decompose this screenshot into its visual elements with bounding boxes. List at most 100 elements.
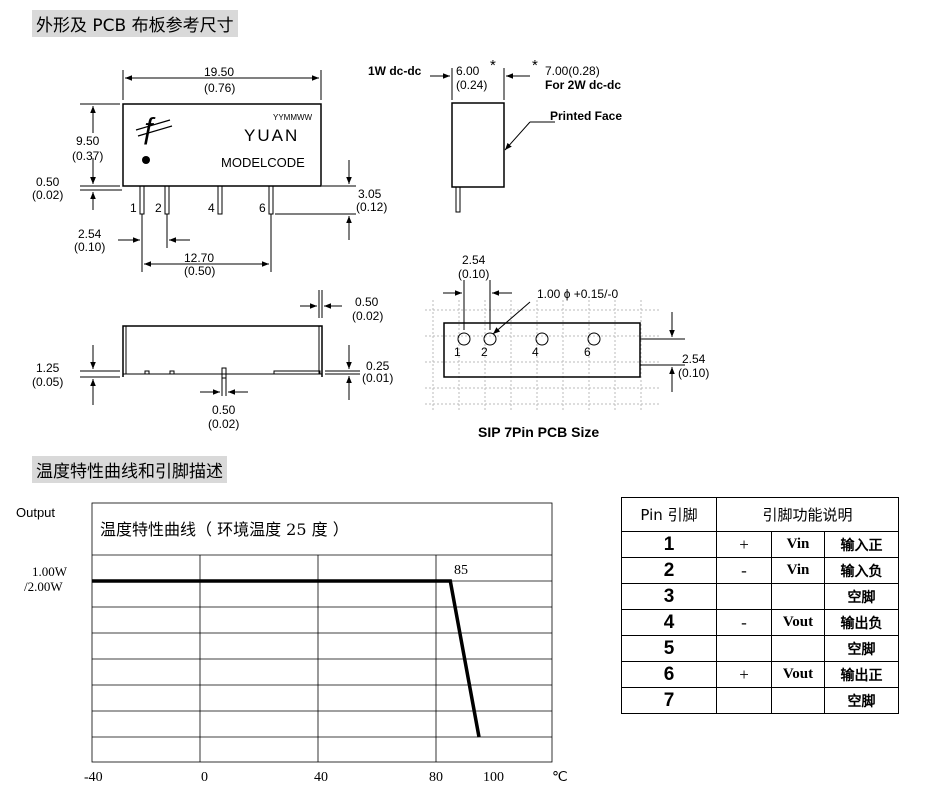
derating-curve bbox=[92, 579, 481, 738]
pin-sign bbox=[716, 583, 772, 610]
pin-function: 空脚 bbox=[824, 583, 899, 610]
chart-title: 温度特性曲线（ 环境温度 25 度 ） bbox=[100, 520, 349, 539]
date-code: YYMMWW bbox=[273, 113, 313, 122]
dim-height: 9.50 bbox=[76, 134, 100, 148]
pin-number: 6 bbox=[621, 661, 717, 688]
chart-xtick-0: -40 bbox=[84, 770, 103, 785]
pin-symbol: Vin bbox=[771, 557, 825, 584]
chart-annotation: 85 bbox=[454, 563, 468, 578]
pcb-grid bbox=[425, 300, 660, 412]
curve-section-title: 温度特性曲线和引脚描述 bbox=[32, 456, 227, 483]
outline-section-title: 外形及 PCB 布板参考尺寸 bbox=[32, 10, 238, 37]
pin-symbol: Vout bbox=[771, 609, 825, 636]
pcb-pitch: 2.54 bbox=[462, 253, 486, 267]
brand: YUAN bbox=[244, 126, 299, 145]
dim-depth-2w: 7.00(0.28) bbox=[545, 64, 600, 78]
chart-ytick-2: /2.00W bbox=[24, 579, 63, 594]
pin-number: 7 bbox=[621, 687, 717, 714]
dim-pin-w-in: (0.02) bbox=[208, 417, 239, 431]
pin-function: 输入正 bbox=[824, 531, 899, 558]
pin-function: 空脚 bbox=[824, 687, 899, 714]
pin-function: 输入负 bbox=[824, 557, 899, 584]
dim-top-thk: 0.50 bbox=[355, 295, 379, 309]
pcb-pitch-in: (0.10) bbox=[458, 267, 489, 281]
pcb-pin-4: 4 bbox=[532, 345, 539, 359]
label-1w: 1W dc-dc bbox=[368, 64, 422, 78]
table-row: 7 空脚 bbox=[621, 687, 899, 714]
star-mark-2: * bbox=[532, 57, 538, 74]
pin-label-2: 2 bbox=[155, 201, 162, 215]
pin-number: 5 bbox=[621, 635, 717, 662]
dim-pin-length: 3.05 bbox=[358, 187, 382, 201]
chart-xtick-1: 0 bbox=[201, 770, 208, 785]
pcb-caption: SIP 7Pin PCB Size bbox=[478, 424, 599, 440]
dim-span-in: (0.50) bbox=[184, 264, 215, 278]
dim-top-thk-in: (0.02) bbox=[352, 309, 383, 323]
dim-left-h-in: (0.05) bbox=[32, 375, 63, 389]
pin-number: 1 bbox=[621, 531, 717, 558]
pin-number: 2 bbox=[621, 557, 717, 584]
dim-span: 12.70 bbox=[184, 251, 214, 265]
dim-pitch-in: (0.10) bbox=[74, 240, 105, 254]
dim-left-h: 1.25 bbox=[36, 361, 60, 375]
dim-standoff: 0.50 bbox=[36, 175, 60, 189]
bottom-view bbox=[80, 290, 360, 405]
dim-pin-w: 0.50 bbox=[212, 403, 236, 417]
pin-symbol: Vin bbox=[771, 531, 825, 558]
pin-sign: - bbox=[716, 609, 772, 636]
pin-number: 3 bbox=[621, 583, 717, 610]
pin-label-6: 6 bbox=[259, 201, 266, 215]
model-code: MODELCODE bbox=[221, 155, 305, 170]
dim-right-h: 0.25 bbox=[366, 359, 390, 373]
derating-chart: Output 温度特性曲线（ 环境温度 25 度 ） 1.00W /2.00W … bbox=[16, 502, 568, 785]
pin-number: 4 bbox=[621, 609, 717, 636]
side-view bbox=[430, 68, 555, 213]
pin1-dot-icon bbox=[142, 156, 150, 164]
dim-right-h-in: (0.01) bbox=[362, 371, 393, 385]
pcb-row-pitch-in: (0.10) bbox=[678, 366, 709, 380]
table-row: 5 空脚 bbox=[621, 635, 899, 662]
chart-xtick-2: 40 bbox=[314, 770, 328, 785]
pcb-pin-1: 1 bbox=[454, 345, 461, 359]
pin-symbol: Vout bbox=[771, 661, 825, 688]
header-function: 引脚功能说明 bbox=[716, 497, 899, 532]
label-2w: For 2W dc-dc bbox=[545, 78, 621, 92]
dim-standoff-in: (0.02) bbox=[32, 188, 63, 202]
header-pin: Pin 引脚 bbox=[621, 497, 717, 532]
pin-function: 输出负 bbox=[824, 609, 899, 636]
pcb-hole: 1.00 ϕ +0.15/-0 bbox=[537, 287, 618, 301]
dimension-drawing: ƒ YYMMWW YUAN MODELCODE 19.50 (0.76) 9.5… bbox=[32, 57, 709, 440]
pin-sign: + bbox=[716, 531, 772, 558]
label-printed-face: Printed Face bbox=[550, 109, 622, 123]
pin-function: 输出正 bbox=[824, 661, 899, 688]
chart-xunit: ℃ bbox=[552, 768, 568, 784]
pin-label-1: 1 bbox=[130, 201, 137, 215]
dim-pin-length-in: (0.12) bbox=[356, 200, 387, 214]
logo-icon: ƒ bbox=[140, 112, 157, 145]
pcb-pin-2: 2 bbox=[481, 345, 488, 359]
dim-depth-1w: 6.00 bbox=[456, 64, 480, 78]
pcb-outline bbox=[443, 280, 685, 392]
pin-sign: + bbox=[716, 661, 772, 688]
dim-width-in: (0.76) bbox=[204, 81, 235, 95]
pin-sign bbox=[716, 687, 772, 714]
dim-height-in: (0.37) bbox=[72, 149, 103, 163]
dim-pitch: 2.54 bbox=[78, 227, 102, 241]
chart-xtick-4: 100 bbox=[483, 770, 504, 785]
pcb-pin-6: 6 bbox=[584, 345, 591, 359]
dim-depth-1w-in: (0.24) bbox=[456, 78, 487, 92]
pin-symbol bbox=[771, 635, 825, 662]
pin-label-4: 4 bbox=[208, 201, 215, 215]
dim-width: 19.50 bbox=[204, 65, 234, 79]
chart-frame bbox=[91, 502, 553, 763]
pin-function: 空脚 bbox=[824, 635, 899, 662]
star-mark-1: * bbox=[490, 57, 496, 74]
table-row: 3 空脚 bbox=[621, 583, 899, 610]
chart-xtick-3: 80 bbox=[429, 770, 443, 785]
pin-sign bbox=[716, 635, 772, 662]
